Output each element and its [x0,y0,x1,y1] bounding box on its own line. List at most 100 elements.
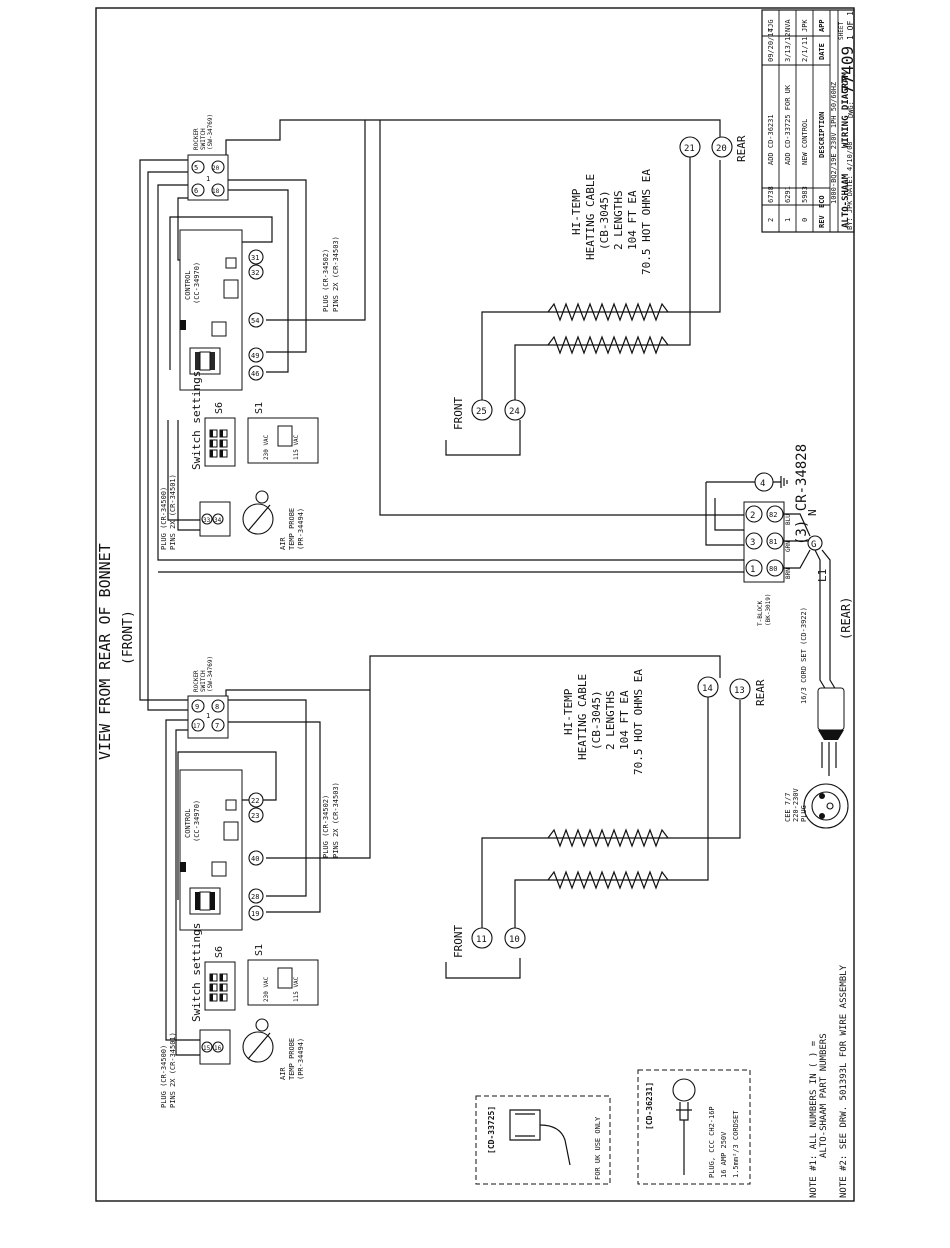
lower-front-label: FRONT [452,925,465,958]
cn-plug-id-text: [CD-36231] [645,1082,654,1130]
upper-vac115: 115 VAC [293,434,300,460]
lower-vac115-text: 115 VAC [293,976,300,1002]
title-row-0-date: 09/20/14 [767,28,775,62]
upper-control-pins: 31 32 54 49 46 [248,249,264,381]
terminal-wire-blu-text: BLU [785,514,792,525]
cee-plug: CEE 7/7 220-230V PLUG [784,687,849,829]
lower-probe-label-2: TEMP PROBE [288,1038,296,1080]
terminal-block: 4 2 3 1 82 81 80 (3) CR-34828 BLU GRN BR… [158,444,853,704]
terminal-g-label: G [811,540,816,550]
upper-heater-line2: HEATING CABLE [584,174,597,260]
lower-control-pin-22: 22 [251,797,259,805]
lower-control-pin-19: 19 [251,910,259,918]
upper-probe-plug-label-2: PINS 2X (CR-34501) [169,474,177,550]
terminal-wire-grn: GRN [785,541,792,552]
upper-heater-coil-2 [547,335,669,355]
uk-plug-id-text: [CD-33725] [487,1106,496,1154]
lower-rocker-label: ROCKER SWITCH (SW-34769) [193,656,214,692]
uk-plug-id: [CD-33725] [487,1106,496,1154]
title-sheet-group: SHEET 1 OF 1 [838,11,855,40]
title-drawing-title: WIRING DIAGRAM [841,72,851,148]
lower-plug-label-line2: PINS 2X (CR-34503) [332,782,340,858]
lower-control-pin-40: 40 [251,855,259,863]
upper-heater-line3: (CB-3045) [598,190,611,250]
terminal-cord-text: 16/3 CORD SET (CD-3922) [800,607,808,704]
upper-probe-label-1: AIR [279,537,287,550]
lower-probe-plug-label-1: PLUG (CR-34500) [160,1045,168,1108]
title-row-2-date: 2/1/11 [801,37,809,62]
lower-probe-label-3: (PR-34494) [297,1038,305,1080]
upper-heater-label: HI-TEMP HEATING CABLE (CB-3045) 2 LENGTH… [570,169,653,275]
upper-plug-label-line2: PINS 2X (CR-34503) [332,236,340,312]
title-row-1-desc: ADD CD-33725 FOR UK [784,84,792,165]
lower-rocker-label-line3: (SW-34769) [207,656,214,692]
lower-probe-label-1: AIR [279,1067,287,1080]
title-row-2-app: JPK [801,19,809,32]
terminal-l1-label: L1 [816,569,829,582]
drawing-border [95,7,855,1202]
upper-probe-label-2: TEMP PROBE [288,508,296,550]
lower-rocker-pin-7: 7 [215,722,219,730]
terminal-tblock-2: (BK-3019) [765,593,772,626]
upper-rocker-pin-5: 5 [194,164,198,172]
title-sheet: 1 OF 1 [846,11,855,40]
upper-control-pin-54: 54 [251,317,259,325]
cn-plug-line-2: 16 AMP 250V [720,1131,728,1178]
lower-heater-pin-13: 13 [734,686,745,696]
terminal-n-text: N [806,509,819,516]
upper-heater-line4: 2 LENGTHS [612,190,625,250]
note-2-text: NOTE #2: SEE DRW. 501393L FOR WIRE ASSEM… [839,964,849,1198]
upper-front-label: FRONT [452,397,465,430]
title-company: ALTO-SHAAM [841,173,851,228]
upper-control-chip [211,321,227,337]
cn-plug-line-3: 1.5mm²/3 CORDSET [732,1110,740,1178]
title-header-eco: ECO [818,195,826,208]
lower-plug-label: PLUG (CR-34502) PINS 2X (CR-34503) [322,782,340,858]
upper-rocker-pin-1: 1 [206,175,210,183]
lower-control-chip [211,861,227,877]
upper-probe-label-3: (PR-34494) [297,508,305,550]
terminal-pin-81: 81 [769,538,777,546]
lower-control-label-line2: (CC-34970) [193,800,201,842]
note-1: NOTE #1: ALL NUMBERS IN ( ) = ALTO-SHAAM… [809,1033,829,1198]
lower-control-label-line1: CONTROL [184,808,192,838]
title-row-2-rev: 0 [801,218,809,222]
cee-plug-label-1: CEE 7/7 [784,792,792,822]
terminal-wire-grn-text: GRN [785,541,792,552]
lower-plug-label-line1: PLUG (CR-34502) [322,795,330,858]
cee-plug-label: CEE 7/7 220-230V PLUG [784,787,808,822]
lower-rocker-label-line1: ROCKER [193,670,200,692]
title-row-0-desc: ADD CD-36231 [767,114,775,165]
lower-heater-pin-10: 10 [509,935,520,945]
upper-vac230: 230 VAC [263,434,270,460]
upper-s6-label: S6 [214,402,225,414]
title-dwg-label: DWG: [847,101,855,118]
title-row-2-eco: 5983 [801,186,809,203]
upper-rocker-pin-6: 6 [194,187,198,195]
lower-probe-label: AIR TEMP PROBE (PR-34494) [279,1038,305,1080]
lower-rocker-label-line2: SWITCH [200,670,207,692]
upper-probe-plug-label-1: PLUG (CR-34500) [160,487,168,550]
title-row-1-app: NVA [784,19,792,32]
lower-rear-text: REAR [754,679,767,706]
upper-wires [139,119,760,711]
lower-heater-label: HI-TEMP HEATING CABLE (CB-3045) 2 LENGTH… [562,669,645,775]
upper-rear-text: REAR [735,135,748,162]
title-row-1-rev: 1 [784,218,792,222]
uk-plug-box: [CD-33725] FOR UK USE ONLY [475,1095,611,1185]
upper-heater-pin-24: 24 [509,407,520,417]
upper-heater-pin-21: 21 [684,144,695,154]
upper-probe-pin-34: 34 [214,517,222,524]
terminal-pin-3: 3 [750,538,755,548]
lower-heater-line2: HEATING CABLE [576,674,589,760]
lower-heater-line4: 2 LENGTHS [604,690,617,750]
lower-rear-label: REAR [754,679,767,706]
upper-rocker-pins: 5 6 1 18 20 [191,160,225,197]
title-dwg-group: DWG: 77409 [838,46,857,118]
upper-rocker-label-line3: (SW-34769) [207,114,214,150]
lower-s1-toggle [277,967,293,989]
lower-rocker-pin-8: 8 [215,703,219,711]
upper-vac115-text: 115 VAC [293,434,300,460]
lower-heater-pin-11: 11 [476,935,487,945]
upper-s1-label: S1 [254,402,265,414]
